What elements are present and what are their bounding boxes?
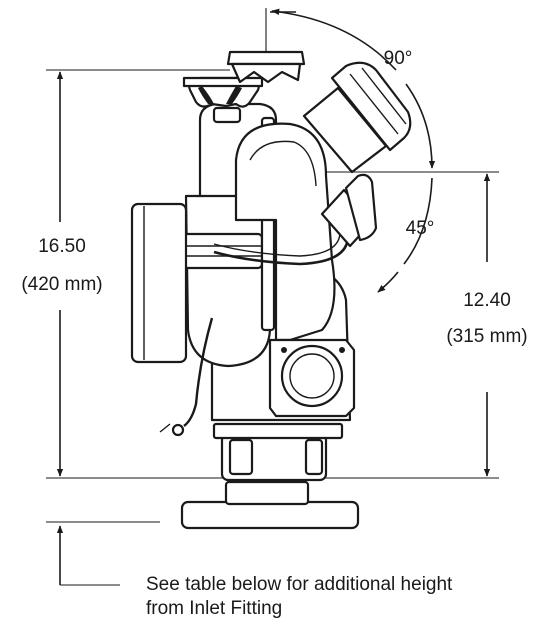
rotation-arc-45-lower: [377, 271, 399, 293]
overall-height-value: 16.50: [38, 236, 86, 257]
flange-neck: [224, 480, 310, 506]
monitor-illustration: [130, 50, 412, 530]
cable-hook: [171, 423, 185, 437]
hook-tip: [159, 423, 171, 433]
coupling-top-ring: [212, 422, 344, 440]
hose-loop-inner: [213, 231, 341, 257]
lower-outlet-nozzle: [320, 173, 378, 248]
rotation-90-label: 90°: [384, 48, 413, 69]
junction-box: [268, 338, 356, 418]
rotation-arc-45-upper: [403, 177, 433, 265]
rotation-arc-90-lower: [405, 83, 436, 169]
upper-outlet-nozzle: [302, 61, 412, 174]
drain-cable: [183, 317, 214, 427]
waterway-contour: [249, 140, 317, 187]
rotation-arcs: [271, 8, 436, 293]
rotation-arc-90-upper: [271, 8, 397, 71]
waterway-elbow: [234, 122, 336, 342]
note-line-2: from Inlet Fitting: [146, 598, 282, 619]
rotation-45-label: 45°: [406, 218, 435, 239]
inlet-flange: [180, 500, 360, 530]
housing-body: [184, 194, 272, 368]
coupling-lug-left: [228, 438, 254, 476]
outlet-height-metric: (315 mm): [446, 326, 527, 347]
overall-height-metric: (420 mm): [21, 274, 102, 295]
rotated-outlet-outline: [226, 50, 306, 84]
outlet-height-value: 12.40: [463, 290, 511, 311]
hose-loop: [213, 235, 350, 266]
note-line-1: See table below for additional height: [146, 574, 453, 595]
handwheel-knob: [182, 76, 264, 124]
side-control-box: [130, 202, 188, 364]
coupling-lug-right: [304, 438, 324, 476]
